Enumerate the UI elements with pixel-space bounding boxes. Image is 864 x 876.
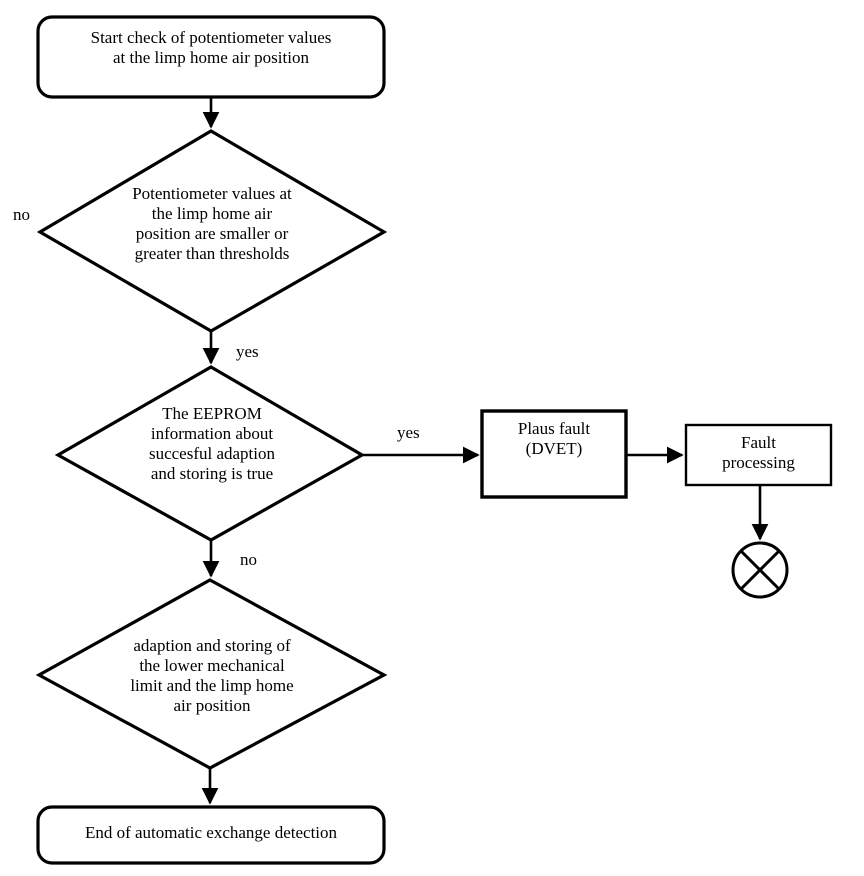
edge-label-decision1-yes: yes	[236, 342, 259, 361]
node-start-shape[interactable]	[36, 15, 386, 99]
node-decision-1-shape[interactable]	[36, 129, 388, 333]
node-decision-2-shape[interactable]	[54, 365, 366, 542]
node-fault-processing-shape[interactable]	[684, 423, 833, 487]
node-decision-3-shape[interactable]	[35, 578, 388, 770]
edge-label-decision2-yes: yes	[397, 423, 420, 442]
terminator-circle-cross-icon[interactable]	[731, 541, 789, 599]
node-end-shape[interactable]	[36, 805, 386, 865]
edge-label-decision2-no: no	[240, 550, 257, 569]
node-plaus-fault-shape[interactable]	[480, 409, 628, 499]
edge-label-decision1-no: no	[13, 205, 30, 224]
